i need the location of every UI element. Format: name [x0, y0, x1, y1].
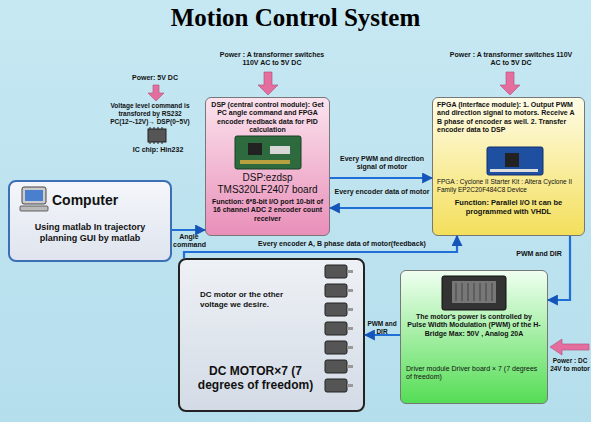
power-arrow	[258, 72, 278, 95]
signal-connector	[330, 177, 432, 179]
node-heading: FPGA (Interface module): 1. Output PWM a…	[437, 101, 580, 135]
power-note: Power : DC 24V to motor	[549, 357, 591, 373]
driver-module-box: The motor's power is controlled by Pulse…	[400, 270, 548, 404]
pin-lines	[150, 127, 162, 144]
node-heading: Computer	[52, 192, 162, 209]
connector-label: PWM and DIR	[364, 320, 400, 336]
chip-symbol	[148, 129, 166, 142]
connector-label: PWM and DIR	[510, 250, 568, 258]
node-heading: DC motor or the other voltage we desire.	[200, 290, 300, 309]
computer-box: ComputerUsing matlab In trajectory plann…	[8, 180, 172, 262]
node-text: Using matlab In trajectory planning GUI …	[16, 222, 164, 244]
diagram-title: Motion Control System	[0, 4, 591, 32]
rs232-chip-icon	[148, 127, 166, 144]
node-text: FPGA : Cyclone II Starter Kit : Altera C…	[437, 178, 580, 194]
node-text: Driver module Driver board × 7 (7 degree…	[406, 365, 542, 382]
node-heading: The motor's power is controlled by Pulse…	[406, 313, 542, 338]
connector-label: Angle command	[173, 233, 205, 250]
node-text: DSP:ezdsp TMS320LF2407 board	[210, 172, 325, 196]
power-note: Power : A transformer switches 110V AC t…	[446, 51, 576, 68]
power-note: Power: 5V DC	[122, 74, 188, 82]
node-text: Function: 6*8-bit I/O port 10-bit of 16 …	[210, 198, 325, 223]
signal-connector	[548, 236, 570, 300]
chip-label: IC chip: Hin232	[118, 146, 198, 154]
dsp-module-box: DSP (central control module): Get PC ang…	[205, 97, 330, 236]
node-text: Function: Parallel I/O It can be program…	[437, 198, 580, 216]
connector-label: Every PWM and direction signal of motor	[334, 155, 430, 172]
dc-motor-box: DC motor or the other voltage we desire.…	[178, 258, 365, 412]
power-arrow	[148, 85, 164, 101]
power-arrow	[500, 72, 520, 95]
connector-label: Every encoder A, B phase data of motor(f…	[232, 240, 452, 248]
signal-connector	[330, 207, 432, 209]
power-arrow	[550, 339, 589, 355]
signal-connector	[172, 229, 205, 231]
signal-connector	[184, 236, 457, 258]
signal-note: Voltage level command is transfored by R…	[98, 102, 202, 125]
node-heading: DSP (central control module): Get PC ang…	[210, 101, 325, 135]
fpga-module-box: FPGA (Interface module): 1. Output PWM a…	[432, 97, 585, 236]
node-text: DC MOTOR×7 (7 degrees of freedom)	[188, 364, 323, 393]
connector-label: Every encoder data of motor	[334, 188, 430, 196]
power-note: Power : A transformer switches 110V AC t…	[216, 51, 328, 68]
